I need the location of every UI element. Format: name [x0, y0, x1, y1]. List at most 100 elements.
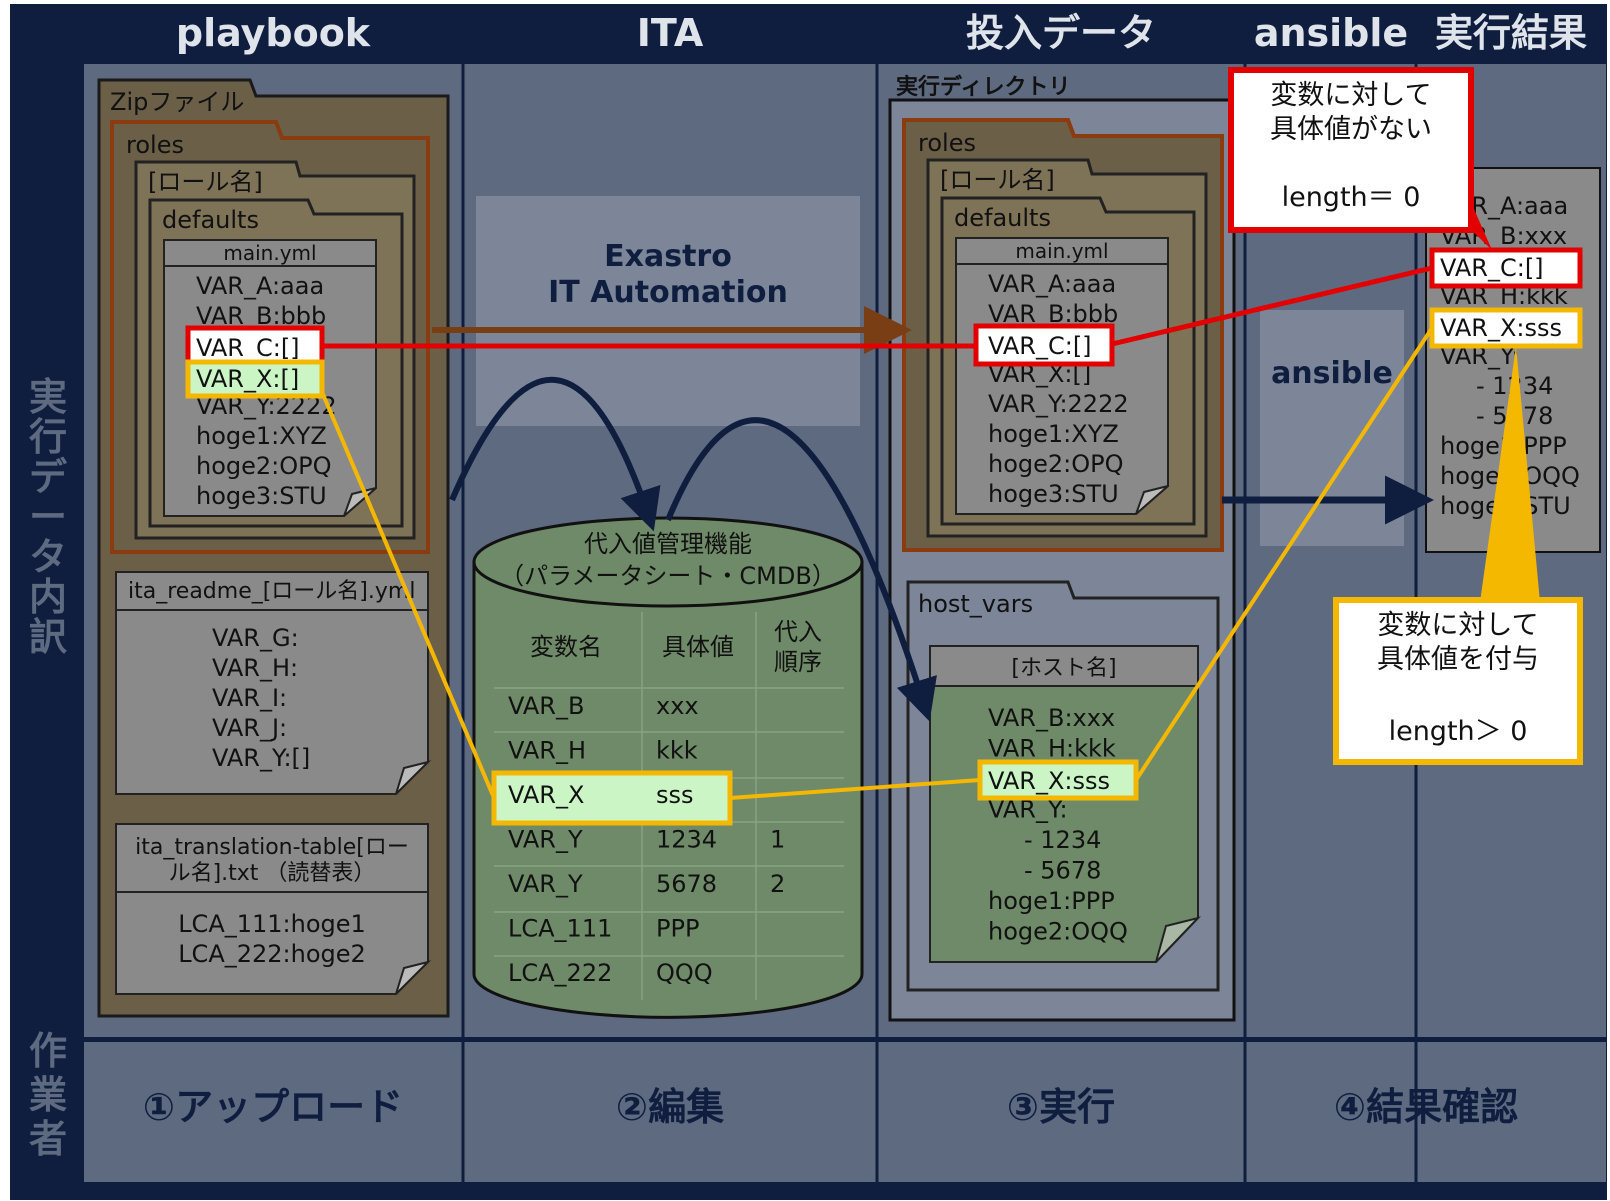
- host-file-line: hoge1:PPP: [988, 887, 1115, 915]
- side-label-worker: 作業者: [29, 1029, 67, 1161]
- gold-link-2: [729, 778, 981, 800]
- step-edit: ②編集: [616, 1085, 724, 1129]
- column-header-playbook: playbook: [176, 11, 371, 55]
- roles-label: roles: [126, 131, 184, 159]
- db-cell-value: xxx: [656, 692, 699, 720]
- db-header-value: 具体値: [662, 633, 734, 661]
- db-cell-var-name: VAR_B: [508, 692, 584, 720]
- db-cell-value: PPP: [656, 915, 699, 943]
- result-var-x-text: VAR_X:sss: [1440, 314, 1562, 342]
- host-var-x-highlight: [977, 759, 1139, 801]
- db-cell-order: 2: [770, 870, 785, 898]
- step-execute: ③実行: [1007, 1085, 1115, 1129]
- step-upload: ①アップロード: [143, 1085, 403, 1129]
- translation-title-1: ita_translation-table[ロー: [135, 835, 409, 860]
- ita-product-line1: Exastro: [604, 239, 732, 274]
- callout-empty-line1: 変数に対して: [1270, 80, 1431, 111]
- side-label-data-breakdown: 実行データ内訳: [29, 375, 68, 659]
- exec-roles-label: roles: [918, 129, 976, 157]
- db-cell-var-name: VAR_H: [508, 737, 586, 765]
- ita-product-line2: IT Automation: [548, 275, 788, 310]
- main-yml-line: hoge3:STU: [196, 482, 327, 510]
- role-name-label: [ロール名]: [148, 168, 263, 196]
- db-cell-var-name: VAR_Y: [508, 826, 583, 854]
- db-header-order-1: 代入: [774, 618, 822, 646]
- callout-value-line2: 具体値を付与: [1377, 644, 1539, 675]
- column-header-ita: ITA: [637, 11, 704, 55]
- host-file-title: [ホスト名]: [1011, 656, 1116, 681]
- column-header-ansible: ansible: [1254, 11, 1408, 55]
- db-cell-order: 1: [770, 826, 785, 854]
- db-header-var-name: 変数名: [530, 633, 602, 661]
- translation-title-2: ル名].txt （読替表）: [169, 861, 376, 886]
- exec-var-c-text: VAR_C:[]: [988, 332, 1092, 360]
- step-check-result: ④結果確認: [1334, 1085, 1518, 1129]
- pb-var-c-text: VAR_C:[]: [196, 334, 300, 362]
- ita-product-box: [476, 196, 860, 426]
- generate-arrow: [665, 417, 937, 722]
- ansible-box: [1260, 310, 1404, 546]
- db-table-grid: [494, 612, 844, 1000]
- db-title-2: （パラメータシート・CMDB）: [500, 562, 836, 590]
- gold-link-1: [320, 391, 496, 799]
- db-cell-value: 5678: [656, 870, 717, 898]
- callout-empty: [1228, 67, 1474, 233]
- main-yml-line: hoge1:XYZ: [196, 422, 327, 450]
- translation-line: LCA_111:hoge1: [178, 910, 366, 938]
- exec-role-name-label: [ロール名]: [940, 166, 1055, 194]
- host-file-line: VAR_B:xxx: [988, 704, 1115, 732]
- callout-empty-line2: 具体値がない: [1270, 114, 1432, 145]
- readme-line: VAR_J:: [212, 714, 287, 742]
- callout-value-pointer: [1480, 346, 1540, 602]
- db-cell-value: QQQ: [656, 959, 713, 987]
- host-vars-label: host_vars: [918, 590, 1033, 618]
- host-file-line: hoge2:OQQ: [988, 918, 1128, 946]
- exec-main-yml-line: hoge2:OPQ: [988, 450, 1124, 478]
- exec-main-yml-line: hoge3:STU: [988, 480, 1119, 508]
- result-var-c-text: VAR_C:[]: [1440, 254, 1544, 282]
- exec-main-yml-line: VAR_Y:2222: [988, 390, 1129, 418]
- exec-main-yml-title: main.yml: [1015, 239, 1108, 263]
- db-cell-value: kkk: [656, 737, 698, 765]
- callout-empty-rule: length＝ 0: [1282, 182, 1421, 213]
- exec-main-yml-line: VAR_B:bbb: [988, 300, 1118, 328]
- exec-main-yml-line: hoge1:XYZ: [988, 420, 1119, 448]
- var-x-row-highlight: [491, 770, 733, 826]
- db-cell-var-name: VAR_Y: [508, 870, 583, 898]
- pb-var-x-highlight: [185, 359, 325, 399]
- exec-defaults-label: defaults: [954, 204, 1051, 232]
- readme-line: VAR_I:: [212, 684, 287, 712]
- db-header-order-2: 順序: [774, 648, 822, 676]
- readme-line: VAR_Y:[]: [212, 744, 310, 772]
- ansible-label: ansible: [1271, 356, 1393, 391]
- db-cell-var-name: LCA_222: [508, 959, 612, 987]
- db-cell-value: 1234: [656, 826, 717, 854]
- db-cell-var-name: LCA_111: [508, 915, 612, 943]
- gold-link-3: [1134, 326, 1434, 782]
- readme-line: VAR_H:: [212, 654, 298, 682]
- ita-readme-title: ita_readme_[ロール名].yml: [128, 579, 415, 604]
- main-yml-line: VAR_A:aaa: [196, 272, 324, 300]
- callout-value-rule: length＞ 0: [1389, 716, 1528, 747]
- db-cell-value: sss: [656, 781, 694, 809]
- pb-var-x-text: VAR_X:[]: [196, 365, 299, 393]
- callout-value: [1333, 597, 1583, 765]
- db-cell-var-name: VAR_X: [508, 781, 584, 809]
- main-yml-title: main.yml: [223, 241, 316, 265]
- callout-value-line1: 変数に対して: [1377, 610, 1538, 641]
- column-header-result: 実行結果: [1435, 11, 1587, 55]
- exec-main-yml-line: VAR_A:aaa: [988, 270, 1116, 298]
- edit-arrow: [449, 376, 661, 532]
- column-header-input-data: 投入データ: [966, 11, 1156, 55]
- host-var-x-text: VAR_X:sss: [988, 767, 1110, 795]
- host-file-line: - 5678: [1024, 857, 1101, 885]
- worker-panel: [84, 1042, 1606, 1182]
- main-yml-line: VAR_B:bbb: [196, 302, 326, 330]
- db-title-1: 代入値管理機能: [584, 530, 752, 558]
- readme-line: VAR_G:: [212, 624, 299, 652]
- host-file-line: VAR_H:kkk: [988, 735, 1116, 763]
